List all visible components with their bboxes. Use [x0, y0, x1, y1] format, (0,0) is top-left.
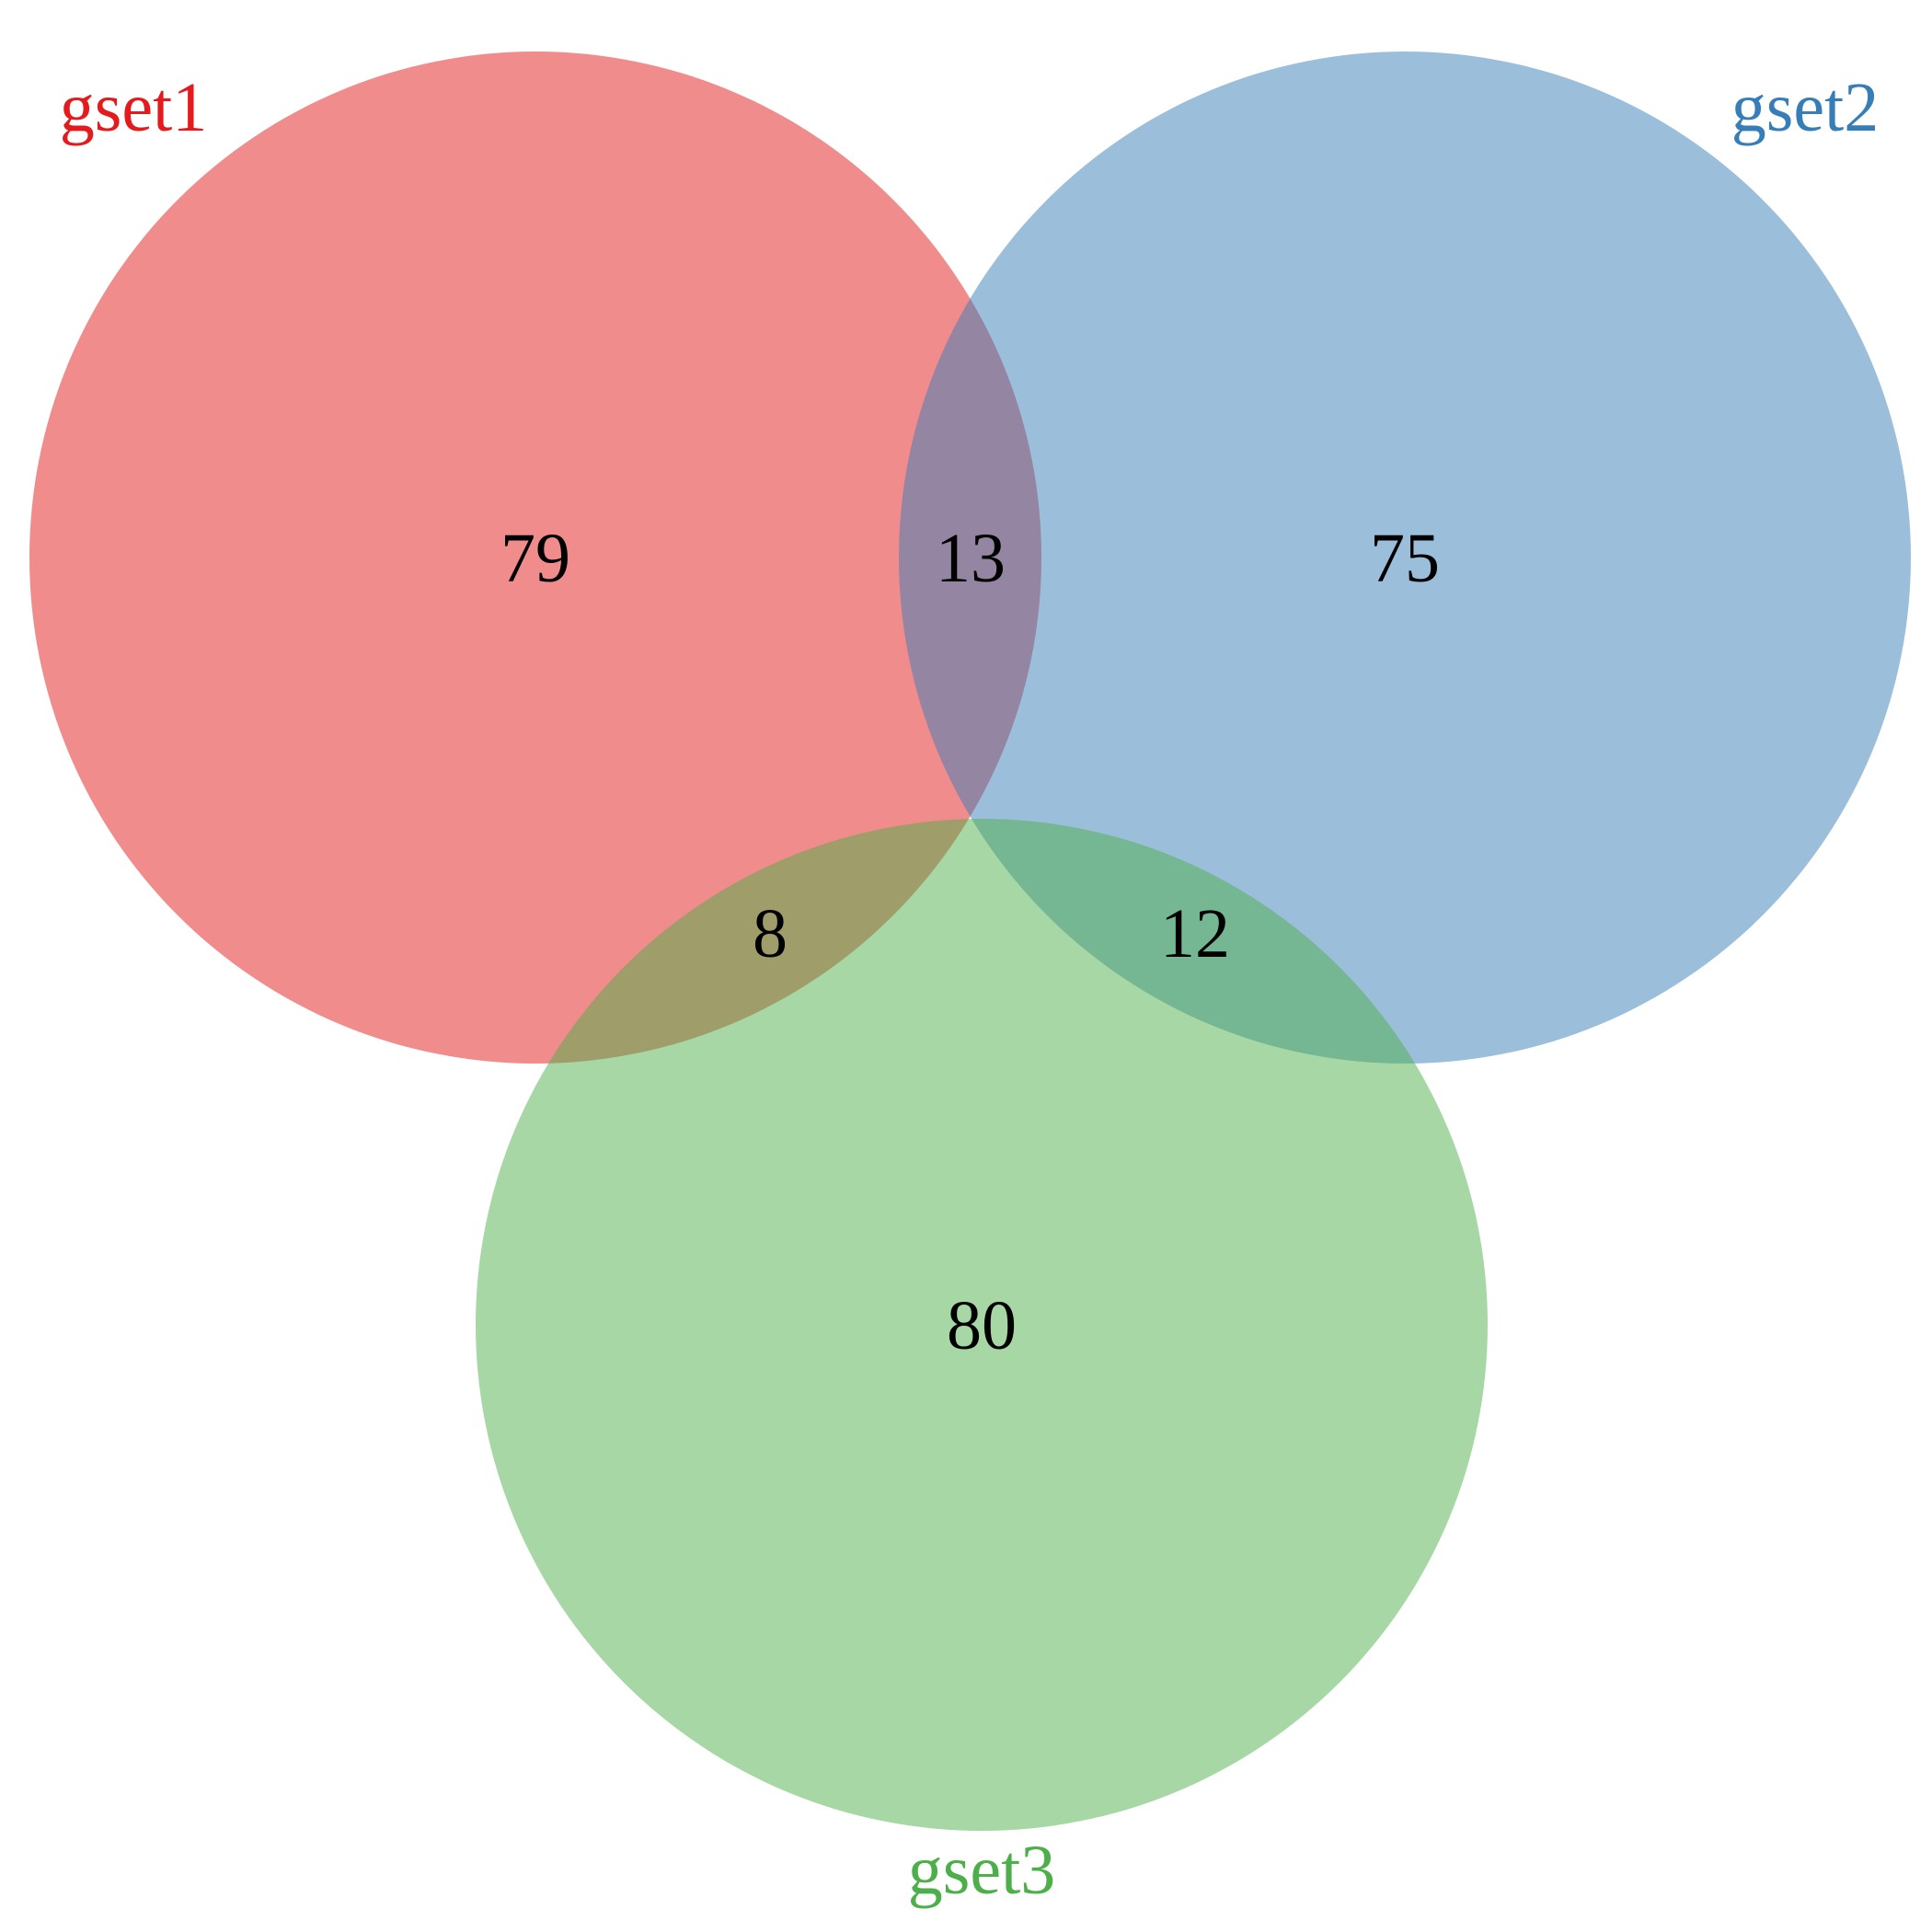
count-gset1-only: 79	[500, 520, 570, 597]
count-gset2-only: 75	[1370, 520, 1440, 597]
count-gset1-gset3: 8	[753, 895, 788, 972]
count-gset3-only: 80	[947, 1287, 1017, 1364]
set-label-gset3: gset3	[908, 1832, 1055, 1909]
count-gset1-gset2: 13	[936, 520, 1006, 597]
set-label-gset1: gset1	[60, 69, 207, 146]
count-gset2-gset3: 12	[1160, 895, 1230, 972]
set-circle-gset1	[29, 52, 1041, 1064]
set-circle-gset3	[476, 819, 1488, 1831]
set-label-gset2: gset2	[1731, 69, 1879, 146]
set-circle-gset2	[899, 52, 1911, 1064]
